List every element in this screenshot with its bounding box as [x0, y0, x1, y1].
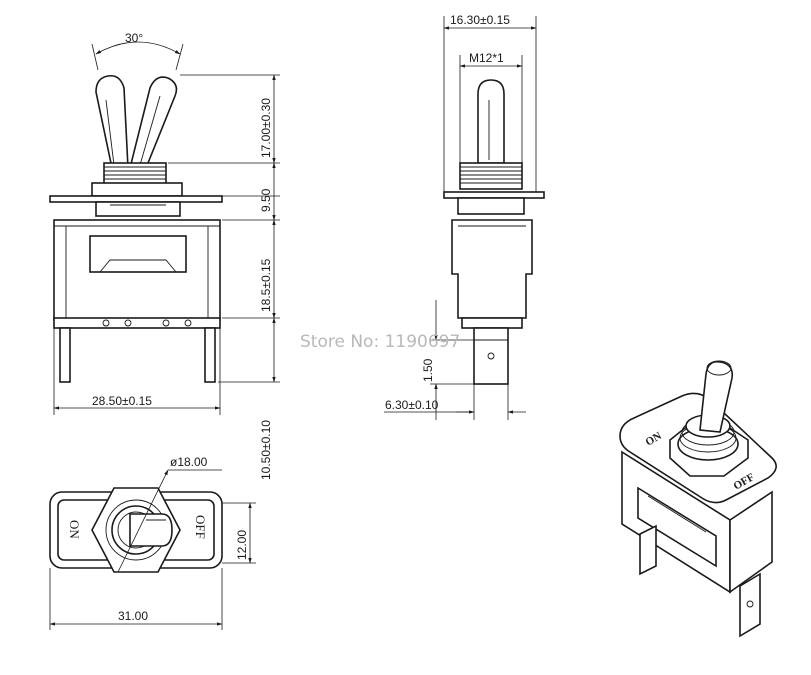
- plate-depth-label: 12.00: [235, 530, 249, 560]
- side-terminal: [473, 327, 509, 385]
- terminal-length-label: 10.50±0.10: [259, 420, 273, 480]
- bushing-height-label: 9.50: [259, 188, 273, 212]
- side-housing: [451, 219, 533, 319]
- top-view: ON OFF ø18.00 12.00 31.00: [49, 455, 256, 630]
- isometric-view: ON OFF: [619, 360, 777, 638]
- side-width-label: 16.30±0.15: [450, 13, 510, 27]
- lever-height-label: 17.00±0.30: [259, 98, 273, 158]
- terminal-thickness-label: 1.50: [421, 358, 435, 382]
- terminal-width-label: 6.30±0.10: [385, 398, 439, 412]
- nut-diameter-label: ø18.00: [170, 455, 208, 469]
- front-lever-left: [95, 74, 129, 169]
- body-height-label: 18.5±0.15: [259, 258, 273, 312]
- iso-terminal-front: [739, 572, 761, 638]
- side-view: 16.30±0.15 M12*1 1.50 6.30±0.10: [384, 13, 545, 420]
- body-width-label: 28.50±0.15: [92, 394, 152, 408]
- front-view: 30° 17.00±0.30 9.50 18.5±0.15 10.50±0.10…: [49, 31, 280, 480]
- front-threaded-bushing: [103, 162, 167, 186]
- store-watermark: Store No: 1190697: [300, 332, 460, 352]
- angle-label: 30°: [125, 31, 143, 45]
- front-nut: [91, 182, 183, 197]
- front-terminal-right: [204, 327, 216, 383]
- side-lever: [477, 79, 505, 164]
- iso-terminal-back: [639, 524, 657, 576]
- top-off-label: OFF: [193, 515, 208, 539]
- plate-width-label: 31.00: [118, 609, 148, 623]
- top-lever: [129, 513, 173, 547]
- front-terminal-left: [59, 327, 71, 383]
- front-mount-plate: [49, 195, 223, 203]
- front-lever-right: [128, 76, 178, 169]
- front-housing: [53, 219, 221, 321]
- top-on-label: ON: [67, 520, 82, 539]
- thread-label: M12*1: [469, 51, 504, 65]
- side-threaded-bushing: [459, 162, 523, 190]
